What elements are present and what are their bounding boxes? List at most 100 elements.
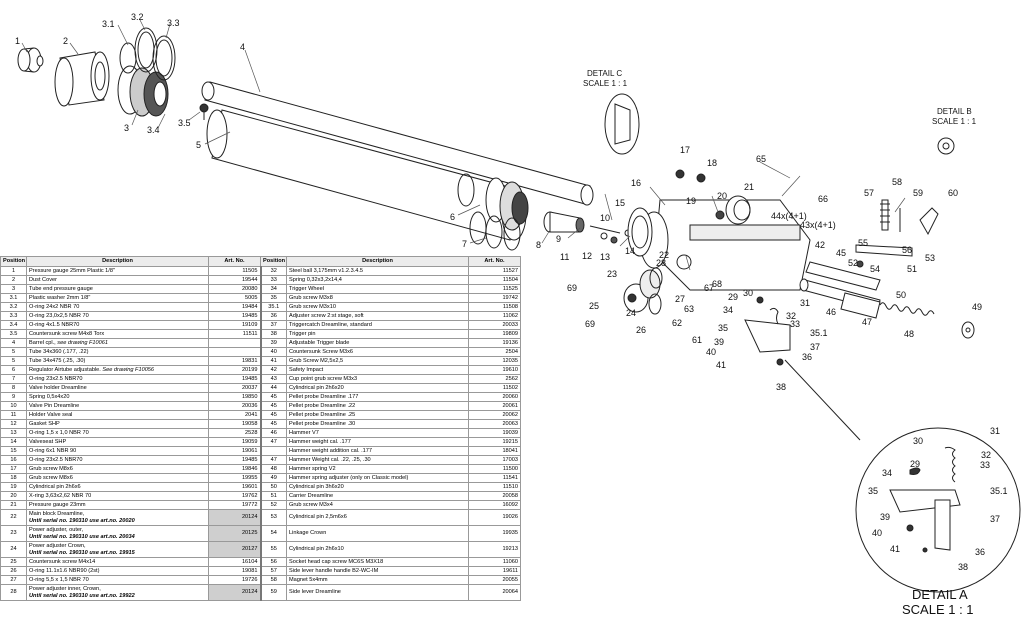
position-cell: 26 xyxy=(0,566,27,576)
position-cell: 17 xyxy=(0,464,27,474)
art-no-cell: 19611 xyxy=(468,566,521,576)
art-no-cell: 2528 xyxy=(208,428,261,438)
position-cell: 3 xyxy=(0,284,27,294)
carrier xyxy=(805,260,881,291)
header-art-no-right: Art. No. xyxy=(468,256,521,267)
part-22-main-block xyxy=(627,199,811,291)
callout-44: 44x(4+1) xyxy=(771,211,807,221)
table-header-row: Position Description Art. No. Position D… xyxy=(0,256,521,267)
detail-b-scale: SCALE 1 : 1 xyxy=(932,117,977,126)
callout-50: 50 xyxy=(896,290,906,300)
description-cell: Dust Cover xyxy=(26,275,209,285)
detail-a-callout-36: 36 xyxy=(975,547,985,557)
description-cell: Grub Screw M2,5x2,5 xyxy=(286,356,469,366)
position-cell: 57 xyxy=(259,566,287,576)
description-cell: O-ring 6x1 NBR 90 xyxy=(26,446,209,456)
callout-31: 31 xyxy=(800,298,810,308)
description-text: Power adjuster Crown, xyxy=(29,543,86,550)
art-no-cell: 19935 xyxy=(468,525,521,542)
description-note: Until serial no. 190310 use art.no. 1991… xyxy=(29,549,135,556)
callout-13: 13 xyxy=(600,252,610,262)
description-cell: Adjustable Trigger blade xyxy=(286,338,469,348)
description-cell: Plastic washer 2mm 1/8" xyxy=(26,293,209,303)
description-text: Tube end pressure gauge xyxy=(29,285,93,292)
art-no-cell: 11510 xyxy=(468,482,521,492)
callout-28: 28 xyxy=(656,258,666,268)
art-no-cell: 11508 xyxy=(468,302,521,312)
callout-66: 66 xyxy=(818,194,828,204)
description-cell: O-ring 23x2.5 NBR70 xyxy=(26,374,209,384)
description-text: Countersunk screw M4x8 Torx xyxy=(29,330,105,337)
position-cell: 22 xyxy=(0,509,27,526)
art-no-cell: 20080 xyxy=(208,284,261,294)
parts-list-table: Position Description Art. No. Position D… xyxy=(0,256,521,601)
callout-60: 60 xyxy=(948,188,958,198)
part-4-barrel xyxy=(201,81,594,206)
callout-14: 14 xyxy=(625,246,635,256)
position-cell: 42 xyxy=(259,365,287,375)
callout-63: 63 xyxy=(684,304,694,314)
art-no-cell: 12035 xyxy=(468,356,521,366)
description-cell: Countersunk Screw M3x6 xyxy=(286,347,469,357)
position-cell: 16 xyxy=(0,455,27,465)
position-cell: 3.4 xyxy=(0,320,27,330)
callout-21: 21 xyxy=(744,182,754,192)
detail-a-callout-30: 30 xyxy=(913,436,923,446)
position-cell: 48 xyxy=(259,464,287,474)
description-cell: Cylindrical pin 3h6x20 xyxy=(286,482,469,492)
description-text: Grub screw M8x6 xyxy=(29,474,73,481)
callout-18: 18 xyxy=(707,158,717,168)
callout-32: 32 xyxy=(786,311,796,321)
detail-a-callout-35: 35 xyxy=(868,486,878,496)
callout-8: 8 xyxy=(536,240,541,250)
position-cell: 40 xyxy=(259,347,287,357)
description-cell: Regulator Airtube adjustable. See drawin… xyxy=(26,365,209,375)
art-no-cell: 20058 xyxy=(468,491,521,501)
description-cell: Tube end pressure gauge xyxy=(26,284,209,294)
callout-20: 20 xyxy=(717,191,727,201)
art-no-cell: 19484 xyxy=(208,302,261,312)
description-cell: Main block Dreamline,Until serial no. 19… xyxy=(26,509,209,526)
description-text: Tube 34x475 (.25, .30) xyxy=(29,357,86,364)
description-cell: Carrier Dreamline xyxy=(286,491,469,501)
art-no-cell: 19026 xyxy=(468,509,521,526)
description-cell: O-ring 24x2 NBR 70 xyxy=(26,302,209,312)
callout-48: 48 xyxy=(904,329,914,339)
callout-65: 65 xyxy=(756,154,766,164)
position-cell: 56 xyxy=(259,557,287,567)
description-text: Power adjuster, outer, xyxy=(29,527,84,534)
position-cell: 15 xyxy=(0,446,27,456)
callout-43: 43x(4+1) xyxy=(800,220,836,230)
description-cell: O-ring 11.1x1.6 NBR90 (2st) xyxy=(26,566,209,576)
art-no-cell: 19485 xyxy=(208,374,261,384)
position-cell: 20 xyxy=(0,491,27,501)
position-cell: 52 xyxy=(259,500,287,510)
callout-6: 6 xyxy=(450,212,455,222)
art-no-cell: 11505 xyxy=(208,266,261,276)
description-text: O-ring 1,5 x 1,0 NBR 70 xyxy=(29,429,89,436)
callout-22: 22 xyxy=(659,250,669,260)
position-cell: 45 xyxy=(259,392,287,402)
part-7-o-rings xyxy=(457,173,521,251)
art-no-cell: 11511 xyxy=(208,329,261,339)
position-cell: 13 xyxy=(0,428,27,438)
callout-24: 24 xyxy=(626,308,636,318)
callout-45: 45 xyxy=(836,248,846,258)
header-description-right: Description xyxy=(286,256,469,267)
callout-12: 12 xyxy=(582,251,592,261)
callout-35-1: 35.1 xyxy=(810,328,828,338)
art-no-cell: 11060 xyxy=(468,557,521,567)
callout-5: 5 xyxy=(196,140,201,150)
description-cell: O-ring 4x1.5 NBR70 xyxy=(26,320,209,330)
header-art-no-left: Art. No. xyxy=(208,256,261,267)
